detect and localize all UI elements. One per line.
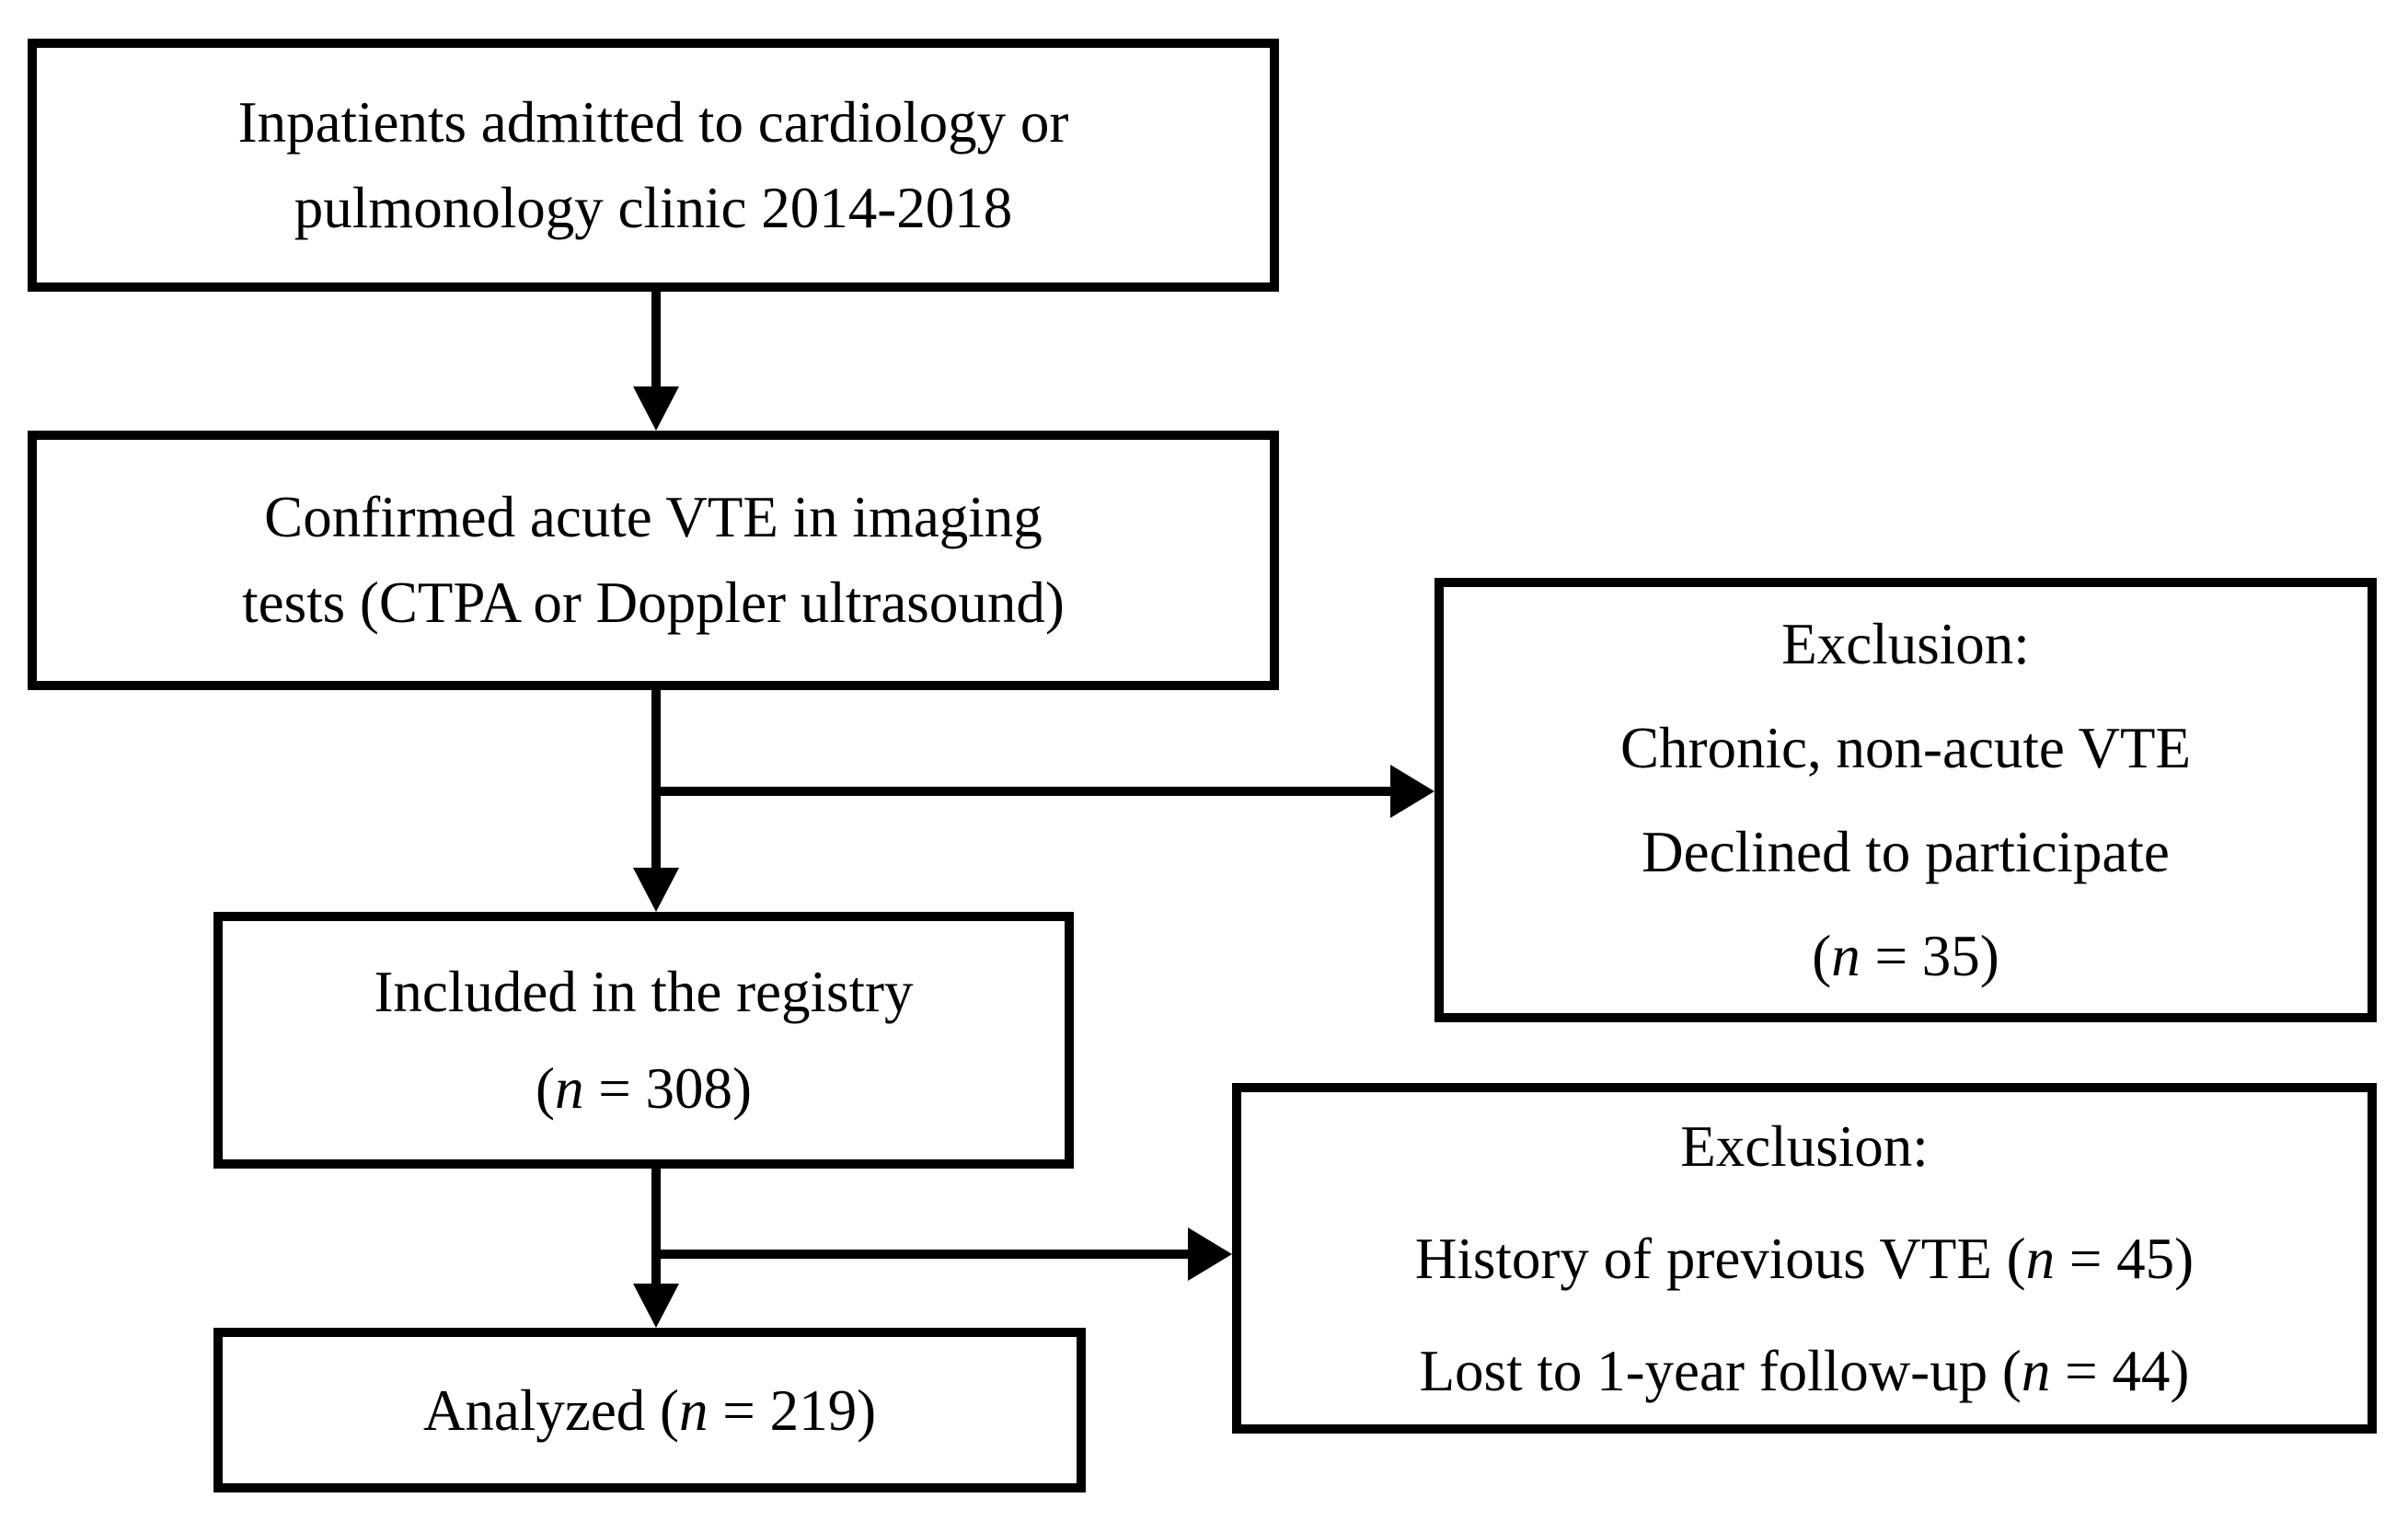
node-confirmed-line-1: Confirmed acute VTE in imaging <box>264 485 1043 549</box>
node-exclusion2-line-3: Lost to 1-year follow-up (n = 44) <box>1419 1338 2190 1403</box>
arrow-registry-to-exclusion2-head-icon <box>1188 1227 1232 1281</box>
node-exclusion1-line-2: Chronic, non-acute VTE <box>1620 715 2191 780</box>
node-exclusion1-line-1: Exclusion: <box>1781 611 2030 676</box>
arrow-confirmed-to-exclusion1-head-icon <box>1390 765 1434 818</box>
node-analyzed: Analyzed (n = 219) <box>213 1328 1086 1492</box>
arrow-registry-to-analyzed-head-icon <box>633 1284 679 1328</box>
arrow-registry-to-analyzed-line <box>651 1169 661 1286</box>
node-analyzed-line-1: Analyzed (n = 219) <box>422 1377 877 1443</box>
node-exclusion2: Exclusion: History of previous VTE (n = … <box>1232 1083 2377 1434</box>
node-exclusion2-line-1: Exclusion: <box>1680 1113 1929 1179</box>
node-registry-line-1: Included in the registry <box>374 959 914 1024</box>
node-exclusion1: Exclusion: Chronic, non-acute VTE Declin… <box>1434 578 2377 1022</box>
node-exclusion1-line-3: Declined to participate <box>1642 819 2170 884</box>
node-exclusion1-line-4: (n = 35) <box>1812 923 1999 988</box>
node-registry: Included in the registry (n = 308) <box>213 912 1074 1169</box>
arrow-confirmed-to-registry-head-icon <box>633 868 679 912</box>
node-confirmed: Confirmed acute VTE in imaging tests (CT… <box>28 431 1279 690</box>
arrow-inpatients-to-confirmed-head-icon <box>633 386 679 431</box>
node-exclusion2-line-2: History of previous VTE (n = 45) <box>1414 1226 2195 1291</box>
arrow-confirmed-to-exclusion1-line <box>651 787 1390 796</box>
node-inpatients-line-1: Inpatients admitted to cardiology or <box>237 89 1069 155</box>
node-inpatients-line-2: pulmonology clinic 2014-2018 <box>294 175 1013 240</box>
node-confirmed-line-2: tests (CTPA or Doppler ultrasound) <box>242 570 1065 635</box>
node-inpatients: Inpatients admitted to cardiology or pul… <box>28 39 1279 292</box>
arrow-registry-to-exclusion2-line <box>651 1250 1188 1259</box>
arrow-inpatients-to-confirmed-line <box>651 292 661 388</box>
node-registry-line-2: (n = 308) <box>536 1055 752 1121</box>
arrow-confirmed-to-registry-line <box>651 690 661 868</box>
